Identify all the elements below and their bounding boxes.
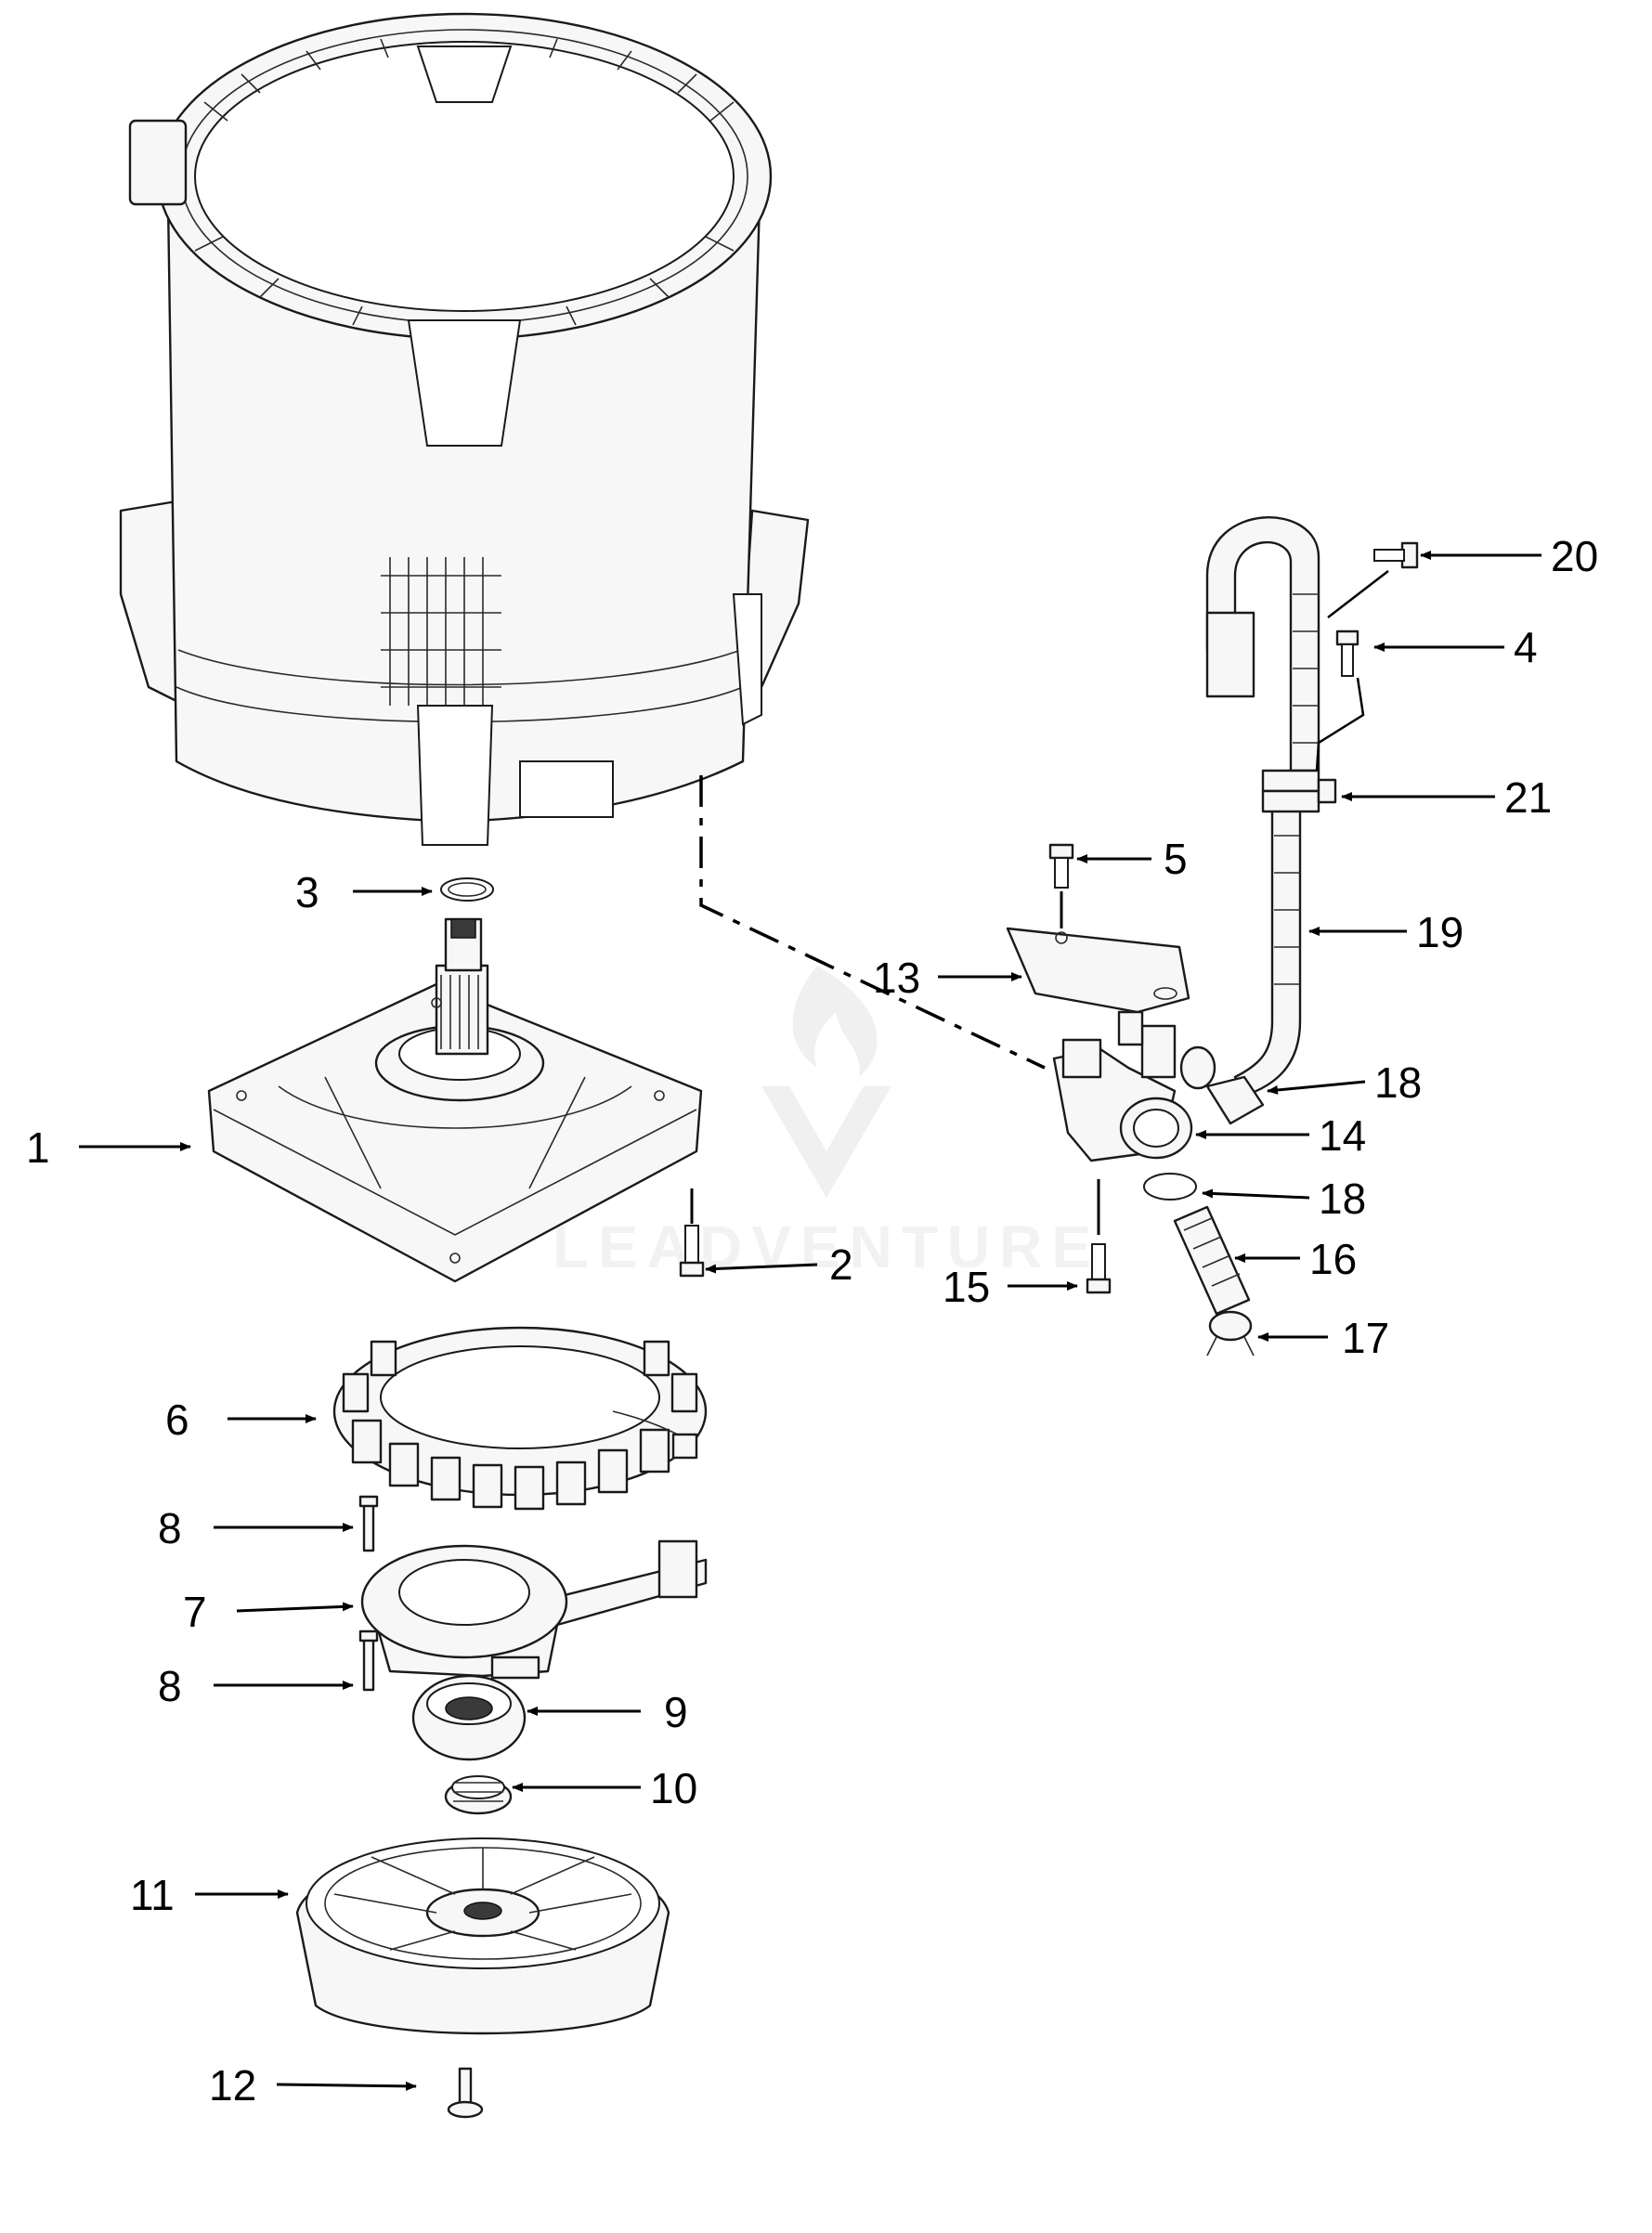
screw-part-8-upper <box>358 1495 379 1552</box>
watermark-flame-icon <box>792 966 878 1077</box>
callout-20: 20 <box>1551 532 1598 580</box>
callout-7: 7 <box>183 1588 207 1636</box>
leader-2 <box>705 1263 818 1274</box>
screw-part-8-lower <box>358 1629 379 1692</box>
callout-18b: 18 <box>1319 1175 1366 1223</box>
screw-part-20 <box>1327 541 1419 618</box>
callout-15: 15 <box>943 1263 990 1311</box>
screw-part-5 <box>1048 843 1074 928</box>
callout-17: 17 <box>1342 1314 1389 1362</box>
outer-tub <box>119 12 810 846</box>
hose-clamp-upper-part <box>1205 1075 1265 1125</box>
screw-part-4 <box>1315 630 1365 772</box>
callout-4: 4 <box>1514 623 1538 671</box>
spline-spring-part <box>444 1775 513 1815</box>
callout-8a: 8 <box>158 1504 182 1552</box>
callout-3: 3 <box>295 868 319 916</box>
drain-pump-part <box>1052 1010 1216 1162</box>
bearing-part <box>411 1674 527 1761</box>
callout-21: 21 <box>1504 773 1552 822</box>
hall-sensor-housing-part <box>360 1539 708 1680</box>
leader-7 <box>236 1602 354 1613</box>
callout-2: 2 <box>829 1240 853 1289</box>
assembly-dashed-line <box>699 775 1046 1070</box>
callout-10: 10 <box>650 1764 697 1812</box>
leader-18a <box>1267 1080 1366 1095</box>
o-ring-part <box>440 877 494 902</box>
screw-part-2 <box>679 1188 705 1278</box>
screw-part-15 <box>1086 1179 1112 1294</box>
callout-14: 14 <box>1319 1111 1366 1160</box>
callout-18a: 18 <box>1374 1058 1422 1107</box>
callout-1: 1 <box>26 1123 50 1172</box>
callout-16: 16 <box>1309 1235 1357 1283</box>
hose-clip-part <box>1261 769 1337 813</box>
callout-19: 19 <box>1416 908 1463 956</box>
hose-clamp-lower-part <box>1143 1173 1197 1201</box>
callout-labels: 1 2 3 4 5 6 7 8 8 9 10 11 12 13 14 15 16… <box>26 532 1598 2110</box>
watermark: LEADVENTURE <box>553 966 1100 1280</box>
callout-5: 5 <box>1164 835 1188 883</box>
callout-9: 9 <box>664 1688 688 1736</box>
leader-18b <box>1202 1188 1310 1200</box>
callout-13: 13 <box>873 954 920 1002</box>
mounting-base-part <box>207 917 703 1283</box>
bracket-plate-part <box>1006 927 1190 1014</box>
stator-part <box>332 1326 708 1511</box>
callout-8b: 8 <box>158 1662 182 1710</box>
rotor-part <box>295 1837 670 2035</box>
watermark-text: LEADVENTURE <box>553 1214 1100 1280</box>
hose-clamp-part-17 <box>1206 1310 1255 1357</box>
leader-12 <box>276 2081 417 2091</box>
leader-arrows <box>79 551 1541 2091</box>
watermark-v-icon <box>761 1086 891 1198</box>
short-hose-part <box>1173 1205 1251 1316</box>
callout-12: 12 <box>209 2061 256 2110</box>
callout-6: 6 <box>165 1396 189 1444</box>
callout-11: 11 <box>130 1871 175 1919</box>
rotor-bolt-part <box>447 2067 484 2119</box>
drain-hose-part <box>1205 516 1320 1097</box>
